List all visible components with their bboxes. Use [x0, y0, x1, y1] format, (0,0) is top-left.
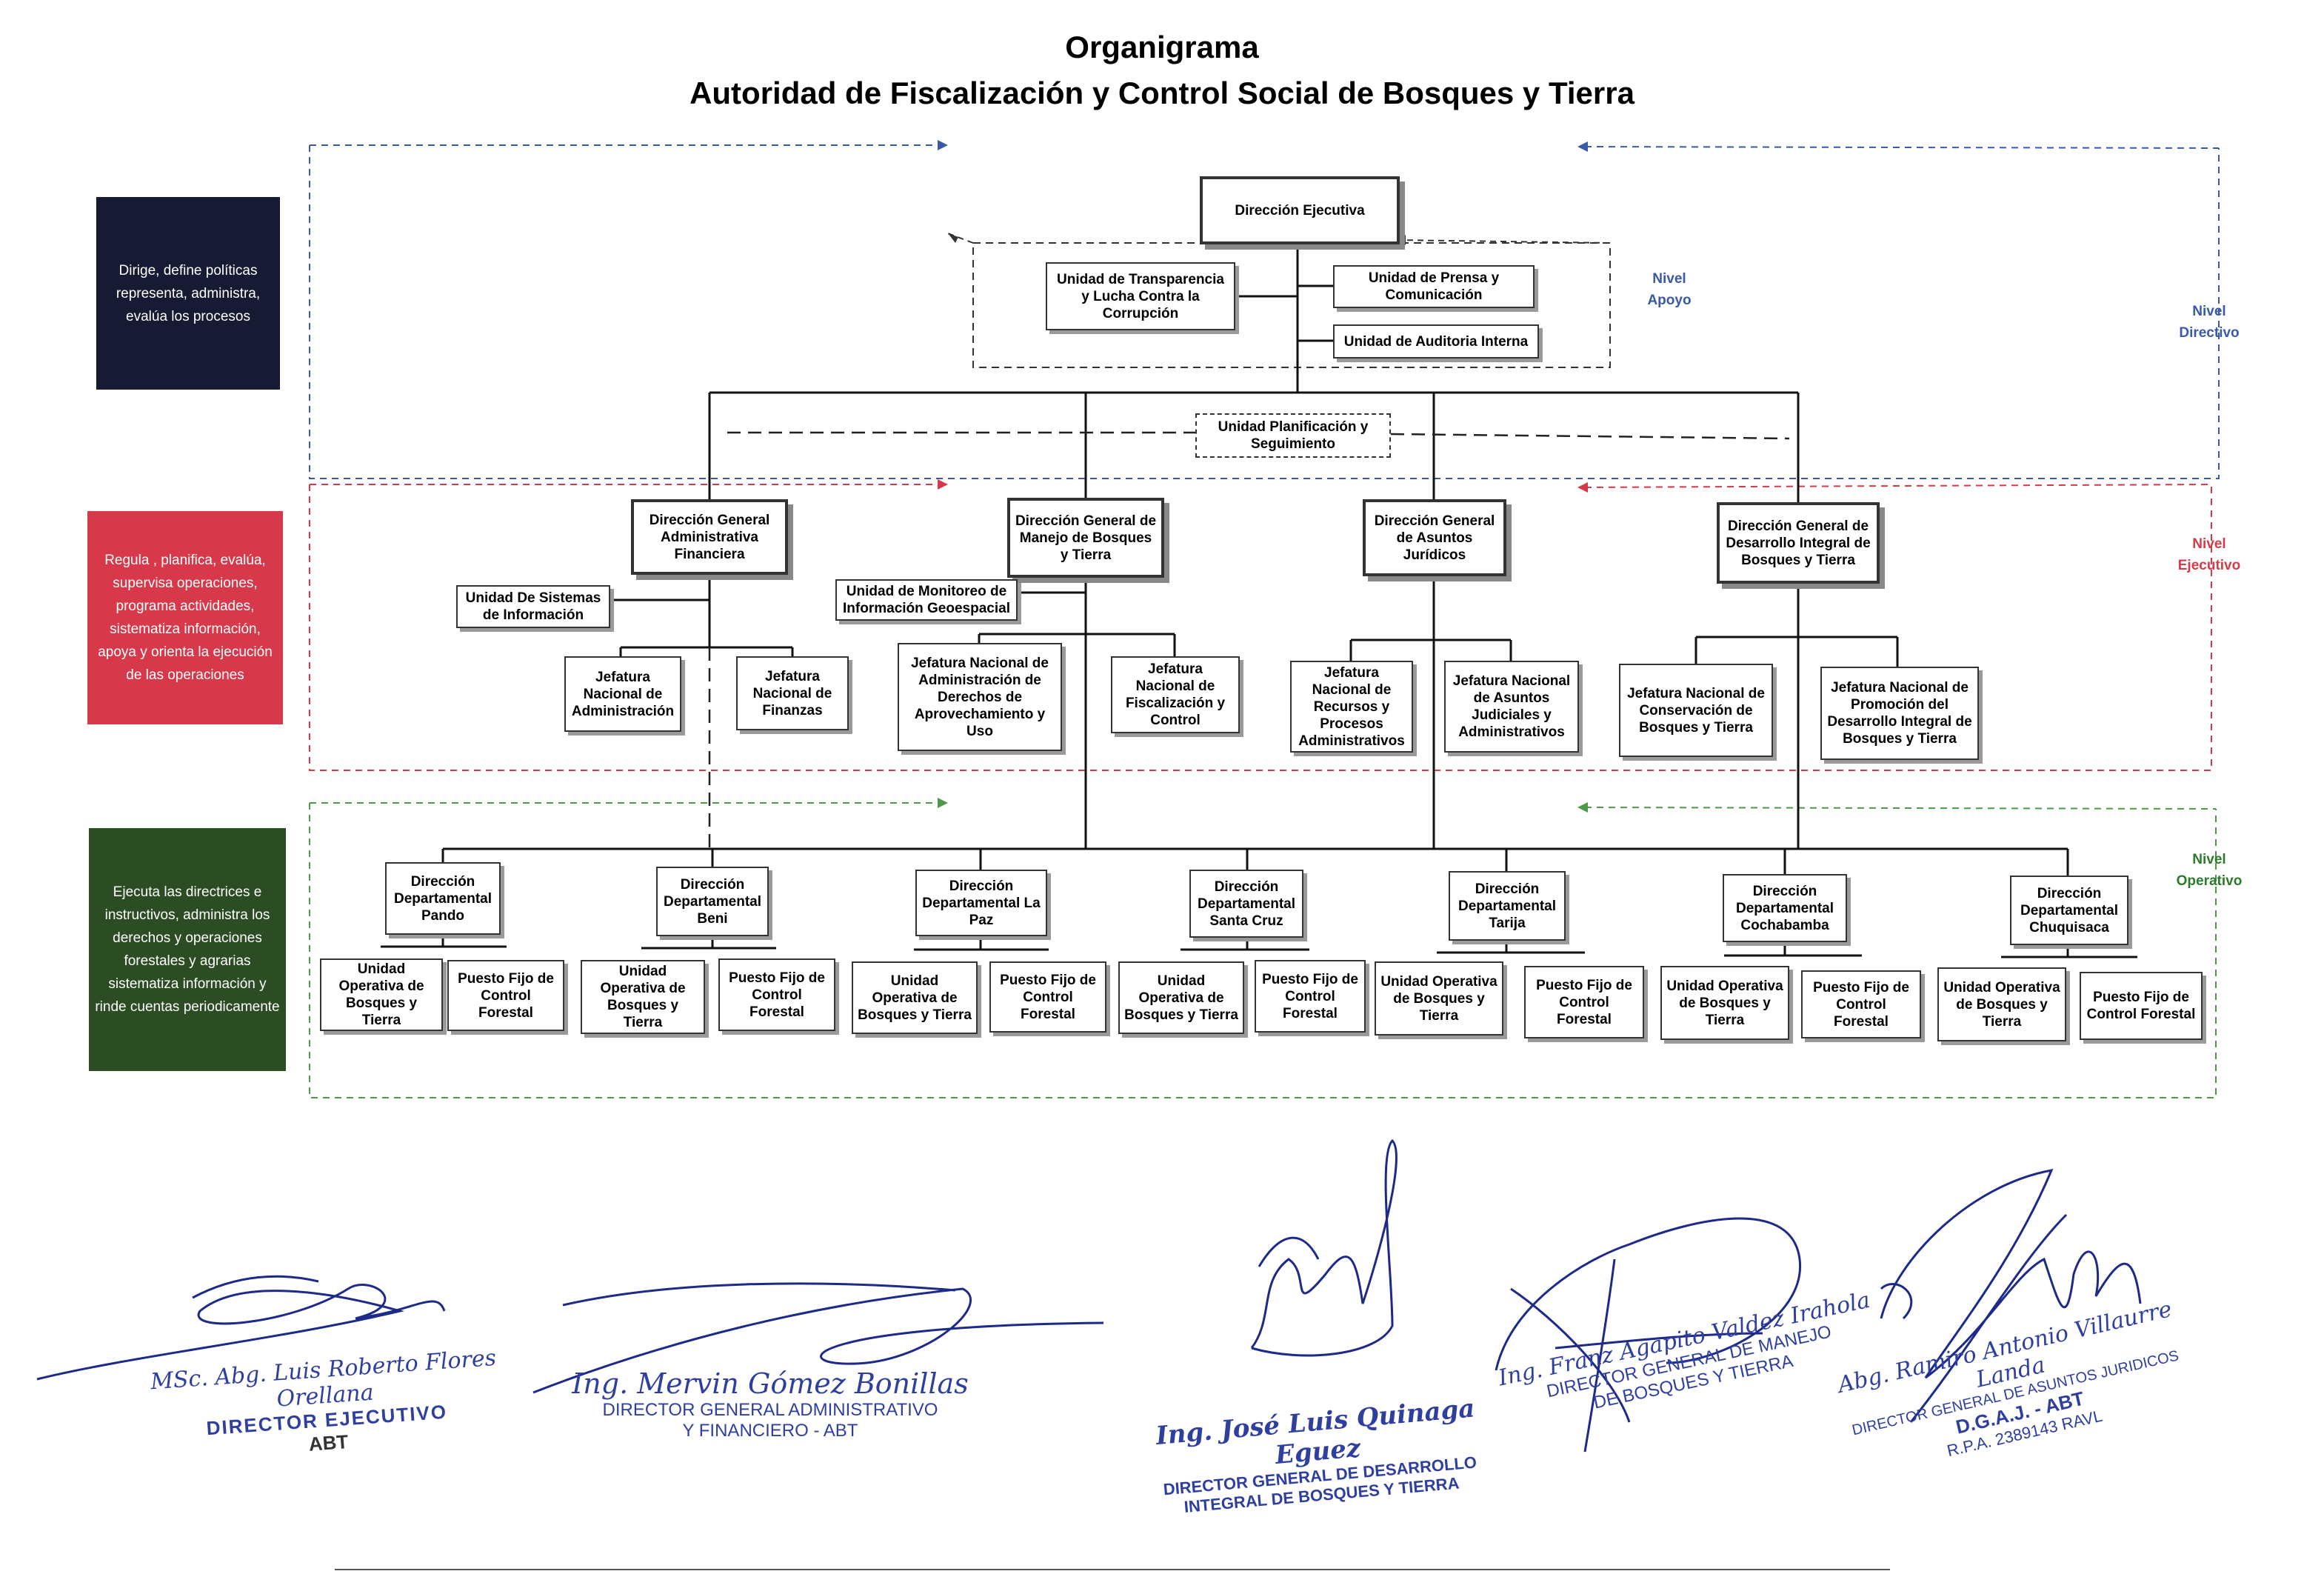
node-jn-judiciales: Jefatura Nacional de Asuntos Judiciales …: [1444, 661, 1579, 753]
page-subtitle: Autoridad de Fiscalización y Control Soc…: [689, 76, 1635, 110]
nivel-ejecutivo-border: [309, 484, 2212, 771]
nivel-directivo-border: [309, 145, 2220, 479]
node-unidad-prensa: Unidad de Prensa y Comunicación: [1333, 265, 1535, 308]
node-unidad-operativa-beni: Unidad Operativa de Bosques y Tierra: [581, 960, 705, 1034]
node-puesto-fijo-cochabamba: Puesto Fijo de Control Forestal: [1801, 970, 1921, 1038]
node-unidad-operativa-la-paz: Unidad Operativa de Bosques y Tierra: [852, 961, 978, 1034]
node-unidad-operativa-cochabamba: Unidad Operativa de Bosques y Tierra: [1660, 966, 1789, 1040]
page-title: Organigrama: [1065, 30, 1259, 64]
node-dd-beni: Dirección Departamental Beni: [656, 867, 769, 936]
node-dd-la-paz: Dirección Departamental La Paz: [915, 870, 1047, 936]
side-label-directivo: Dirige, define políticas representa, adm…: [96, 197, 280, 390]
node-jn-recursos: Jefatura Nacional de Recursos y Procesos…: [1290, 661, 1413, 753]
node-puesto-fijo-santa-cruz: Puesto Fijo de Control Forestal: [1255, 960, 1366, 1033]
signature-strokes: [36, 1138, 2142, 1453]
side-label-operativo: Ejecuta las directrices e instructivos, …: [89, 828, 286, 1071]
node-dd-cochabamba: Dirección Departamental Cochabamba: [1723, 874, 1847, 942]
level-directivo: Nivel Directivo: [2179, 304, 2240, 341]
node-puesto-fijo-la-paz: Puesto Fijo de Control Forestal: [989, 961, 1106, 1033]
node-unidad-sistemas: Unidad De Sistemas de Información: [456, 585, 610, 628]
node-puesto-fijo-tarija: Puesto Fijo de Control Forestal: [1524, 966, 1644, 1038]
node-dd-chuquisaca: Dirección Departamental Chuquisaca: [2010, 876, 2128, 945]
node-jn-finanzas: Jefatura Nacional de Finanzas: [736, 656, 849, 730]
node-dd-pando: Dirección Departamental Pando: [385, 862, 501, 935]
node-jn-promocion: Jefatura Nacional de Promoción del Desar…: [1820, 667, 1979, 760]
node-unidad-operativa-santa-cruz: Unidad Operativa de Bosques y Tierra: [1118, 961, 1244, 1034]
node-unidad-planificacion: Unidad Planificación y Seguimiento: [1195, 413, 1391, 458]
dep-children-connectors: [381, 935, 2137, 958]
node-dg-manejo: Dirección General de Manejo de Bosques y…: [1007, 498, 1164, 578]
node-direccion-ejecutiva: Dirección Ejecutiva: [1200, 176, 1400, 244]
signature-role: DIRECTOR GENERAL ADMINISTRATIVO: [602, 1400, 938, 1420]
node-dg-desarrollo: Dirección General de Desarrollo Integral…: [1717, 502, 1880, 584]
node-jn-derechos: Jefatura Nacional de Administración de D…: [898, 643, 1062, 751]
node-jn-administracion: Jefatura Nacional de Administración: [564, 656, 681, 732]
side-label-ejecutivo: Regula , planifica, evalúa, supervisa op…: [87, 511, 283, 724]
node-dg-administrativa: Dirección General Administrativa Financi…: [631, 499, 788, 575]
node-jn-conservacion: Jefatura Nacional de Conservación de Bos…: [1619, 664, 1773, 757]
node-unidad-operativa-tarija: Unidad Operativa de Bosques y Tierra: [1375, 961, 1503, 1036]
signature-director-administrativo: Ing. Mervin Gómez Bonillas DIRECTOR GENE…: [563, 1367, 978, 1441]
level-ejecutivo: Nivel Ejecutivo: [2177, 536, 2241, 573]
node-puesto-fijo-pando: Puesto Fijo de Control Forestal: [447, 960, 564, 1031]
signature-extra: Y FINANCIERO - ABT: [682, 1421, 858, 1441]
node-dg-juridicos: Dirección General de Asuntos Jurídicos: [1363, 499, 1506, 576]
node-unidad-monitoreo: Unidad de Monitoreo de Información Geoes…: [835, 579, 1018, 621]
node-unidad-auditoria: Unidad de Auditoria Interna: [1333, 324, 1539, 359]
node-unidad-operativa-pando: Unidad Operativa de Bosques y Tierra: [320, 958, 443, 1031]
node-puesto-fijo-chuquisaca: Puesto Fijo de Control Forestal: [2080, 972, 2203, 1040]
node-unidad-operativa-chuquisaca: Unidad Operativa de Bosques y Tierra: [1937, 967, 2066, 1041]
nivel-operativo-border: [309, 803, 2217, 1098]
node-jn-fiscalizacion: Jefatura Nacional de Fiscalización y Con…: [1111, 656, 1240, 733]
node-puesto-fijo-beni: Puesto Fijo de Control Forestal: [718, 958, 835, 1031]
node-unidad-transparencia: Unidad de Transparencia y Lucha Contra l…: [1046, 262, 1235, 330]
node-dd-tarija: Dirección Departamental Tarija: [1449, 871, 1566, 941]
level-apoyo: Nivel Apoyo: [1647, 271, 1692, 308]
level-operativo: Nivel Operativo: [2176, 852, 2243, 889]
bottom-rule: [335, 1569, 1890, 1570]
node-dd-santa-cruz: Dirección Departamental Santa Cruz: [1189, 870, 1303, 938]
signature-name: Ing. Mervin Gómez Bonillas: [572, 1367, 969, 1400]
